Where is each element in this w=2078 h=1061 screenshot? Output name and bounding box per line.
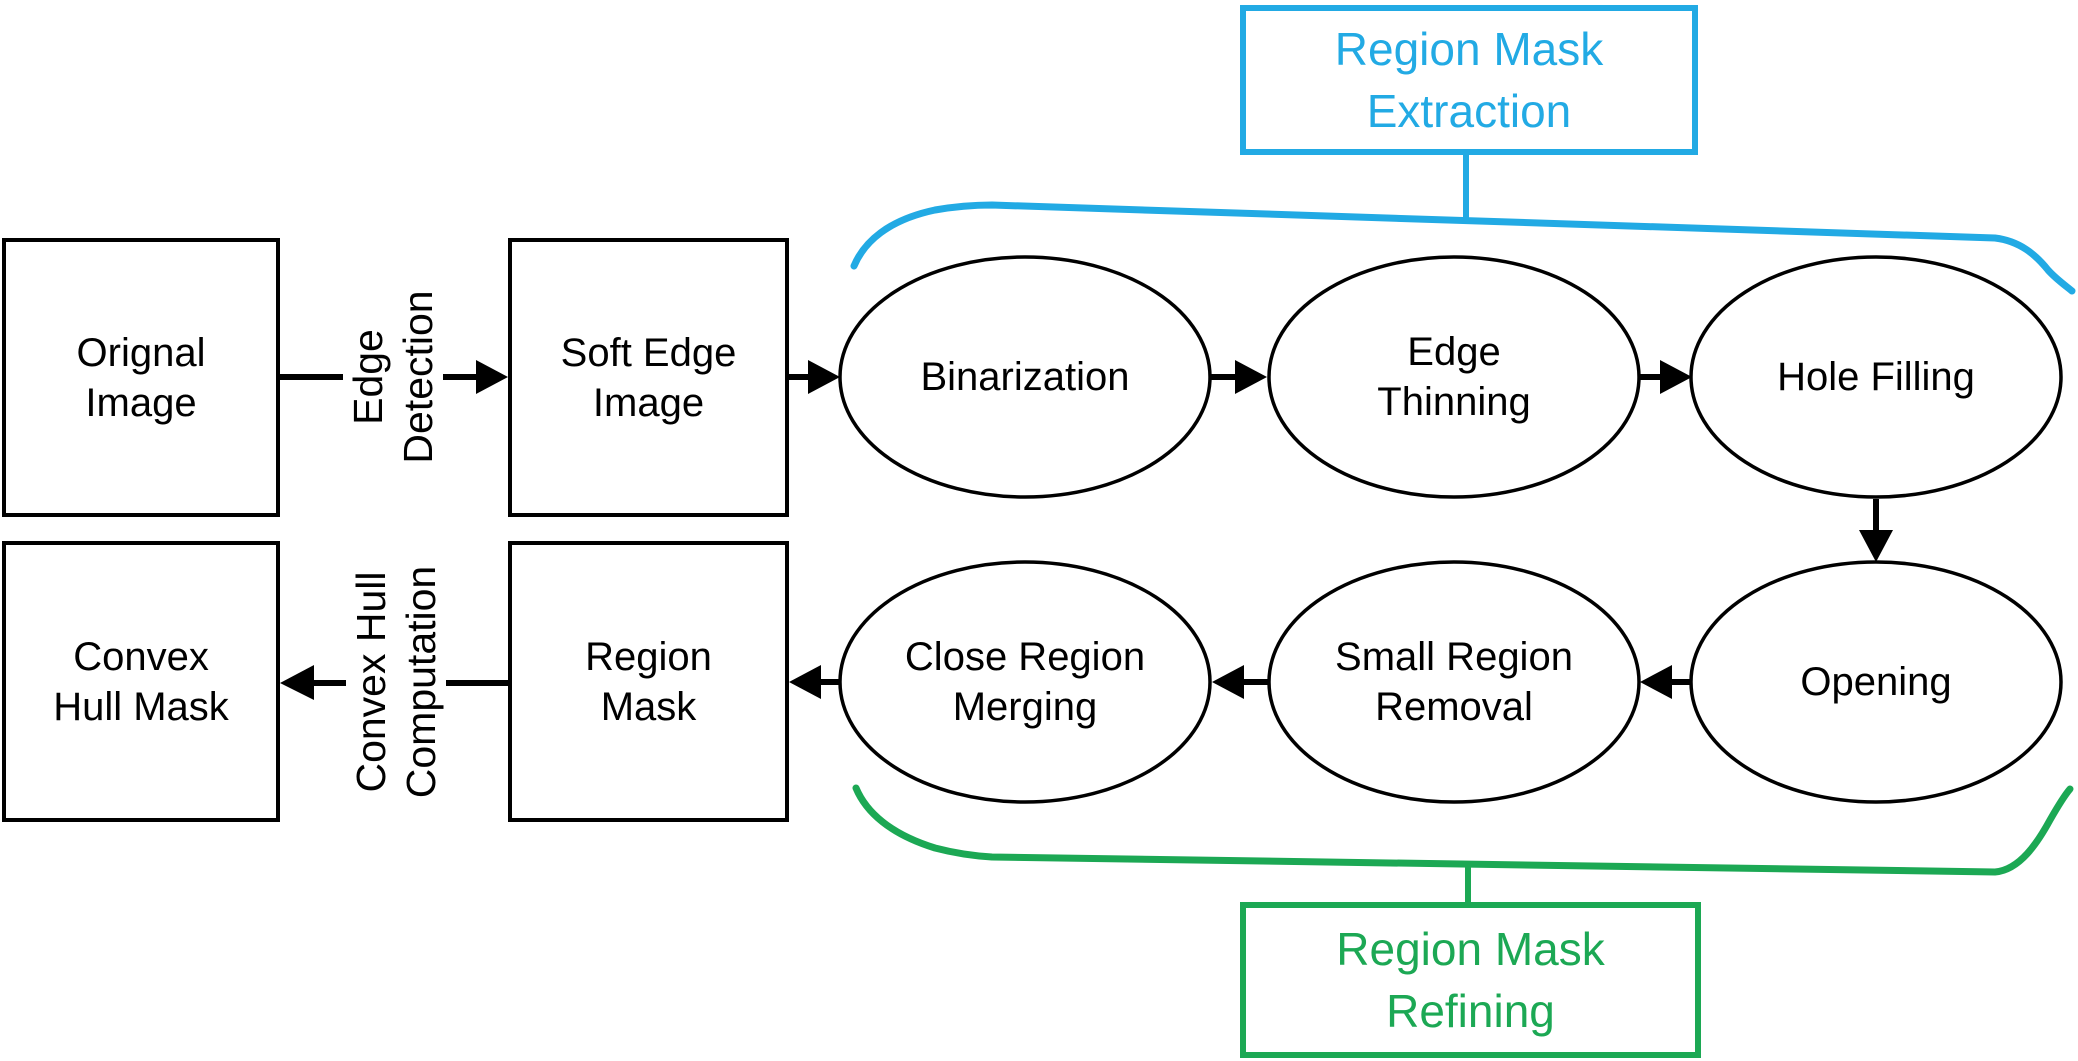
edge-detection-label: Edge Detection xyxy=(343,284,443,470)
region-mask-label: Region Mask xyxy=(585,634,712,729)
arrow-smallregionremoval-to-closeregionmerging xyxy=(1212,665,1269,699)
arrow-edgethinning-to-holefilling xyxy=(1640,360,1692,394)
close-region-merging-label: Close Region Merging xyxy=(904,635,1146,729)
soft-edge-image-rect xyxy=(508,238,789,517)
arrow-holefilling-to-opening xyxy=(1859,499,1893,562)
region-mask-refining-label: Region Mask Refining xyxy=(1336,923,1605,1037)
edge-thinning-label: Edge Thinning xyxy=(1377,330,1531,424)
edge-thinning-ellipse xyxy=(1267,255,1641,499)
region-mask-extraction-label: Region Mask Extraction xyxy=(1334,23,1604,137)
convex-hull-computation-label: Convex Hull Computation xyxy=(346,559,446,805)
arrow-closeregionmerging-to-regionmask xyxy=(789,665,840,699)
refining-brace xyxy=(852,784,2074,876)
convex-hull-mask-rect xyxy=(2,541,280,822)
region-mask-extraction-box xyxy=(1240,5,1698,155)
binarization-label: Binarization xyxy=(920,355,1130,399)
small-region-removal-label: Small Region Removal xyxy=(1335,635,1573,729)
original-image-label: Orignal Image xyxy=(76,330,206,425)
arrow-softedge-to-binarization xyxy=(787,360,840,394)
hole-filling-label: Hole Filling xyxy=(1777,355,1975,399)
opening-label: Opening xyxy=(1800,660,1952,704)
arrow-binarization-to-edgethinning xyxy=(1211,360,1267,394)
arrow-opening-to-smallregionremoval xyxy=(1640,665,1691,699)
extraction-brace xyxy=(850,201,2076,295)
soft-edge-image-label: Soft Edge Image xyxy=(560,330,737,425)
original-image-rect xyxy=(2,238,280,517)
convex-hull-mask-label: Convex Hull Mask xyxy=(53,634,229,729)
